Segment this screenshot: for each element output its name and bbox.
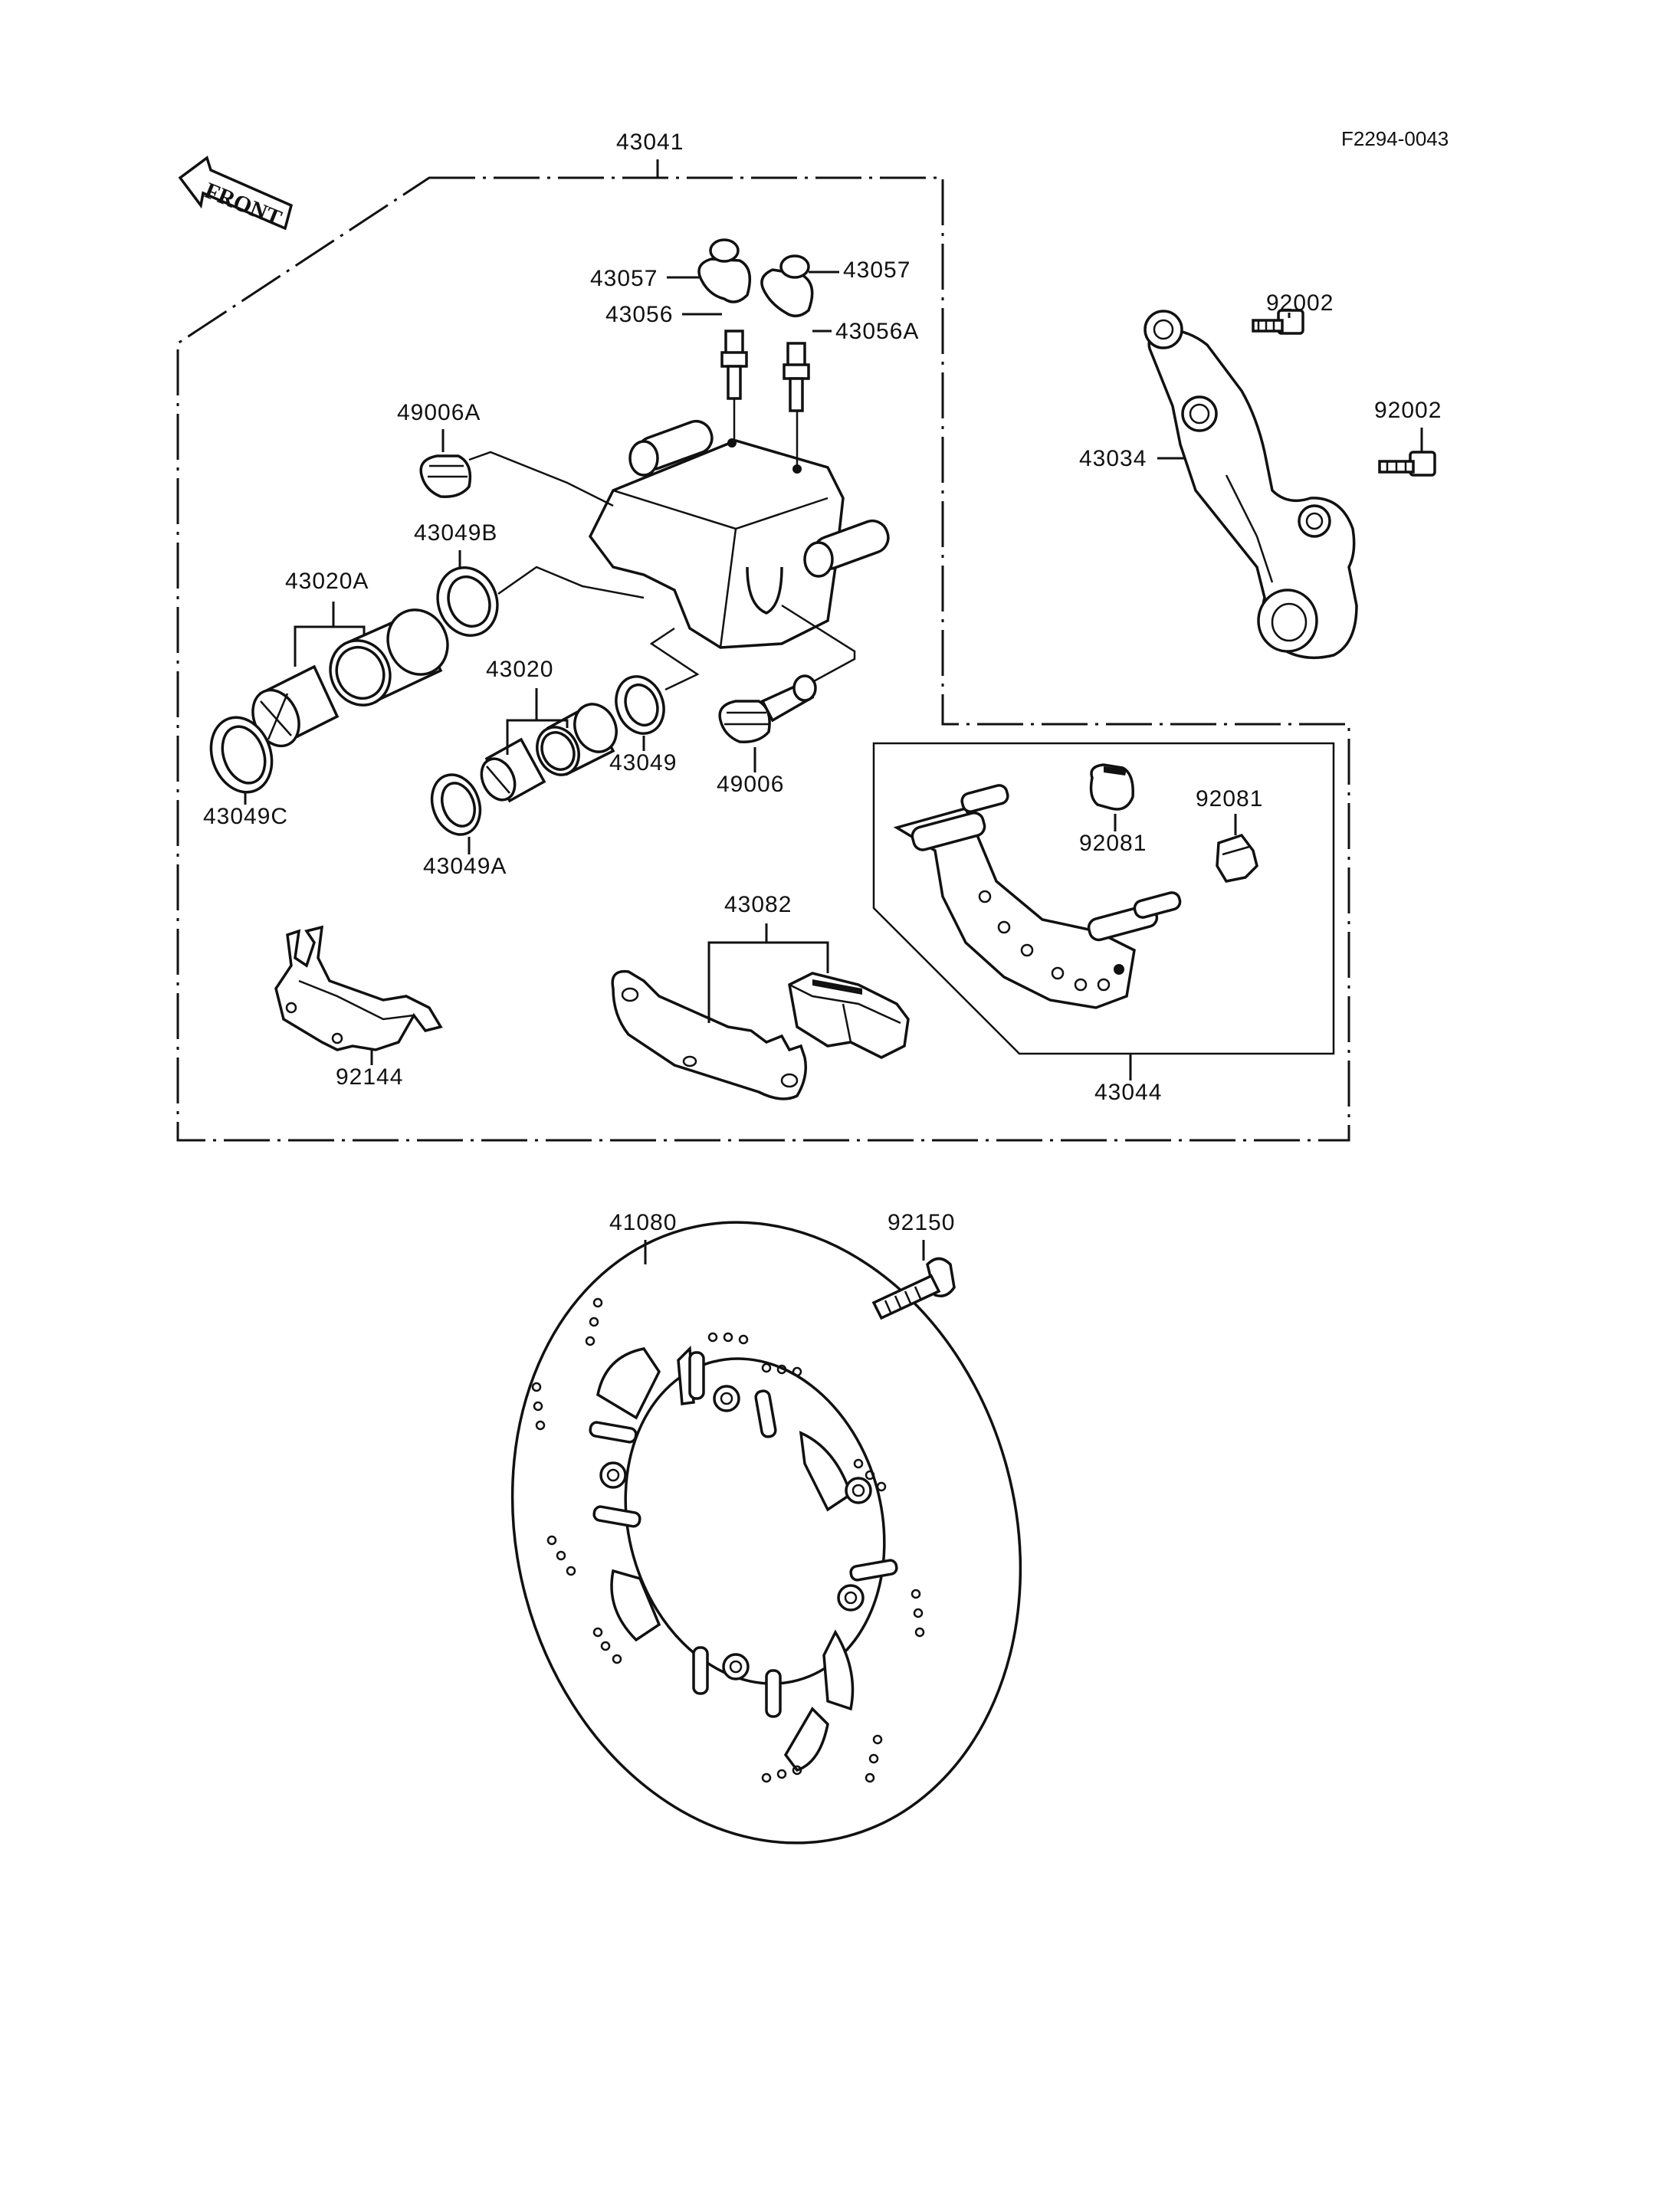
label-49006A: 49006A xyxy=(397,400,481,425)
disc-vent-holes xyxy=(531,1297,925,1783)
label-43049B: 43049B xyxy=(414,520,497,546)
front-direction-arrow: FRONT xyxy=(178,156,294,231)
label-43082: 43082 xyxy=(724,892,792,917)
piston-43020 xyxy=(536,703,618,776)
label-41080: 41080 xyxy=(609,1210,677,1235)
brake-disc-41080 xyxy=(510,1221,1022,1844)
brake-pad-backing-plate xyxy=(611,969,807,1100)
piston-insulator-43020 xyxy=(480,737,546,803)
reference-code: F2294-0043 xyxy=(1341,127,1449,150)
seal-43049B xyxy=(436,566,499,637)
label-92150: 92150 xyxy=(888,1210,955,1235)
bolt-92002-bottom xyxy=(1378,451,1436,477)
bracket-assembly-boundary xyxy=(872,742,1335,1055)
bleeder-valve-right xyxy=(783,342,810,412)
anti-rattle-spring-92144 xyxy=(274,925,443,1051)
label-43056A: 43056A xyxy=(835,319,919,344)
label-43020A: 43020A xyxy=(285,569,369,594)
label-43056: 43056 xyxy=(605,302,673,327)
piston-43020A xyxy=(329,608,449,707)
label-43044: 43044 xyxy=(1094,1080,1162,1105)
label-43020: 43020 xyxy=(486,657,553,682)
label-43049A: 43049A xyxy=(423,854,507,879)
bleeder-cap-right xyxy=(760,254,814,318)
bolt-92002-top xyxy=(1252,309,1304,335)
piston-insulator-43020A xyxy=(251,664,340,748)
label-43057-left: 43057 xyxy=(590,266,658,291)
caliper-body xyxy=(588,419,890,649)
bleeder-valve-left xyxy=(720,330,748,400)
label-43049C: 43049C xyxy=(203,804,288,829)
label-43034: 43034 xyxy=(1079,446,1147,471)
label-92002-top: 92002 xyxy=(1266,290,1334,316)
brake-pad xyxy=(788,972,910,1059)
seal-43049A xyxy=(430,773,482,836)
caliper-assembly-boundary xyxy=(176,176,1350,1142)
pad-spring-92081-left xyxy=(1089,763,1134,811)
label-92081-right: 92081 xyxy=(1196,786,1263,812)
bleeder-cap-left xyxy=(697,238,752,303)
label-92002-bottom: 92002 xyxy=(1374,398,1442,423)
caliper-mounting-bracket-43034 xyxy=(1144,310,1358,660)
label-43057-right: 43057 xyxy=(843,257,911,283)
boot-49006A xyxy=(419,454,472,498)
boot-49006 xyxy=(718,674,817,743)
label-43049: 43049 xyxy=(609,750,677,776)
caliper-bracket-43044 xyxy=(893,784,1182,1009)
seal-43049C xyxy=(209,716,274,794)
label-92081-left: 92081 xyxy=(1079,831,1147,856)
seal-43049 xyxy=(615,675,665,735)
label-92144: 92144 xyxy=(336,1064,403,1090)
label-49006: 49006 xyxy=(717,772,784,797)
disc-bolt-92150 xyxy=(871,1257,956,1320)
label-43041: 43041 xyxy=(616,130,684,155)
pad-spring-92081-right xyxy=(1216,833,1258,883)
